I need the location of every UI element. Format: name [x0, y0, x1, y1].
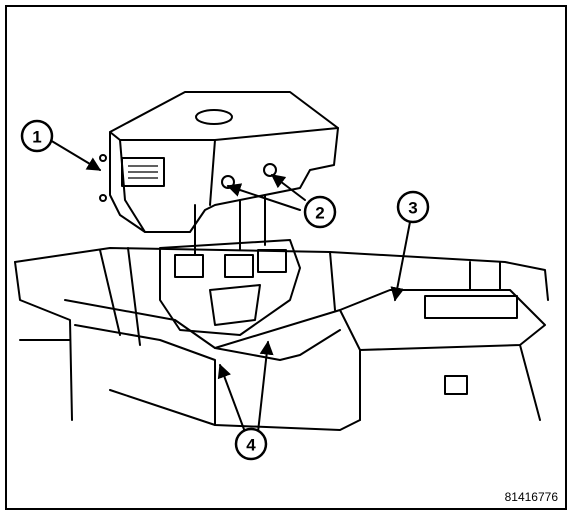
- callout-1-label: 1: [32, 128, 41, 147]
- callout-3-label: 3: [408, 199, 417, 218]
- callout-3: 3: [396, 190, 430, 224]
- figure-id: 81416776: [504, 490, 558, 504]
- mounting-bracket: [159, 194, 301, 336]
- callout-4: 4: [234, 427, 268, 461]
- callout-2: 2: [303, 195, 337, 229]
- battery-tray: [14, 247, 549, 431]
- callout-leaders: [49, 139, 411, 433]
- battery: [339, 289, 546, 421]
- callout-2-label: 2: [315, 204, 324, 223]
- callout-4-label: 4: [246, 436, 256, 455]
- callout-1: 1: [20, 119, 54, 153]
